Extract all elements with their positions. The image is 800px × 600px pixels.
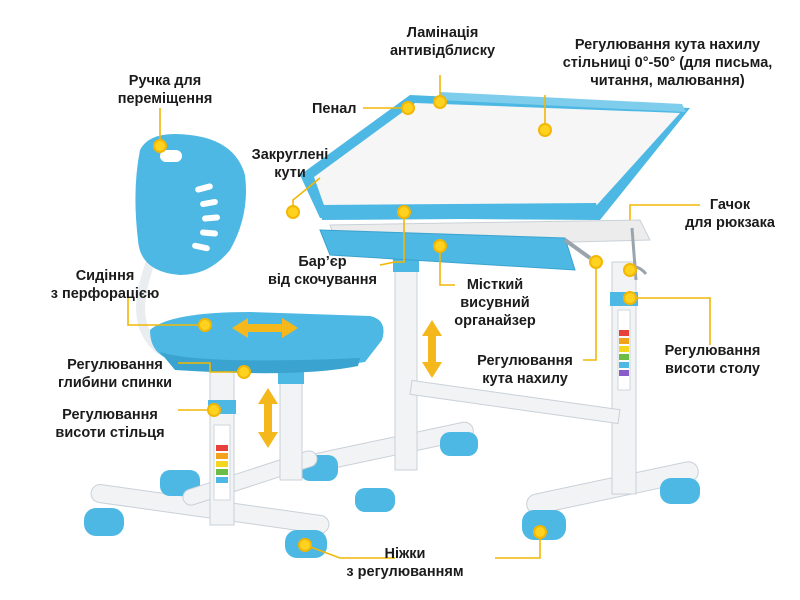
label-rounded-corners: Закруглені кути bbox=[251, 147, 329, 181]
desk-foot-cap bbox=[440, 432, 478, 456]
label-pencil-case: Пенал bbox=[312, 101, 357, 117]
leg-ring bbox=[278, 370, 304, 384]
anti-slip-barrier bbox=[320, 203, 600, 220]
label-feet: Ніжки з регулюванням bbox=[346, 546, 464, 580]
double-arrow-icon bbox=[232, 318, 442, 448]
callout-dot-icon bbox=[207, 403, 221, 417]
label-seat: Сидіння з перфорацією bbox=[50, 268, 160, 302]
desk-leg-left bbox=[394, 254, 418, 471]
callout-dot-icon bbox=[589, 255, 603, 269]
desk-foot-cap bbox=[660, 478, 700, 504]
callout-dot-icon bbox=[538, 123, 552, 137]
callout-dot-icon bbox=[286, 205, 300, 219]
callout-dot-icon bbox=[401, 101, 415, 115]
chair-handle bbox=[160, 150, 182, 162]
label-chair-height: Регулювання висоти стільця bbox=[55, 407, 165, 441]
label-back-depth: Регулювання глибини спинки bbox=[57, 357, 173, 391]
callout-dot-icon bbox=[237, 365, 251, 379]
callout-dot-icon bbox=[397, 205, 411, 219]
label-anti-slip: Бар’єр від скочування bbox=[267, 254, 378, 288]
callout-dot-icon bbox=[533, 525, 547, 539]
backrest-slots bbox=[192, 183, 220, 252]
callout-dot-icon bbox=[298, 538, 312, 552]
callout-dots bbox=[153, 95, 637, 552]
callout-dot-icon bbox=[198, 318, 212, 332]
desk-foot-cap bbox=[522, 510, 566, 540]
desk-crossbar bbox=[409, 379, 621, 425]
label-lamination: Ламінація антивідблиску bbox=[389, 25, 496, 59]
callout-dot-icon bbox=[153, 139, 167, 153]
chair-foot-cap bbox=[355, 488, 395, 512]
organizer-drawer bbox=[319, 229, 576, 271]
desk-top-surface bbox=[314, 103, 680, 208]
leader-lines bbox=[127, 75, 711, 559]
callout-dot-icon bbox=[623, 291, 637, 305]
label-tilt-angle: Регулювання кута нахилу bbox=[477, 353, 573, 387]
label-handle: Ручка для переміщення bbox=[117, 73, 213, 107]
chair-foot-cap bbox=[84, 508, 124, 536]
label-organizer: Місткий висувний органайзер bbox=[454, 277, 536, 329]
chair-backrest bbox=[135, 134, 246, 275]
callout-dot-icon bbox=[433, 239, 447, 253]
label-hook: Гачок для рюкзака bbox=[685, 197, 775, 231]
chair bbox=[84, 134, 384, 558]
callout-dot-icon bbox=[623, 263, 637, 277]
callout-dot-icon bbox=[433, 95, 447, 109]
label-desk-height: Регулювання висоти столу bbox=[664, 343, 761, 377]
tilt-hinge bbox=[563, 238, 592, 260]
label-tilt-desk: Регулювання кута нахилу стільниці 0°-50°… bbox=[562, 37, 773, 89]
